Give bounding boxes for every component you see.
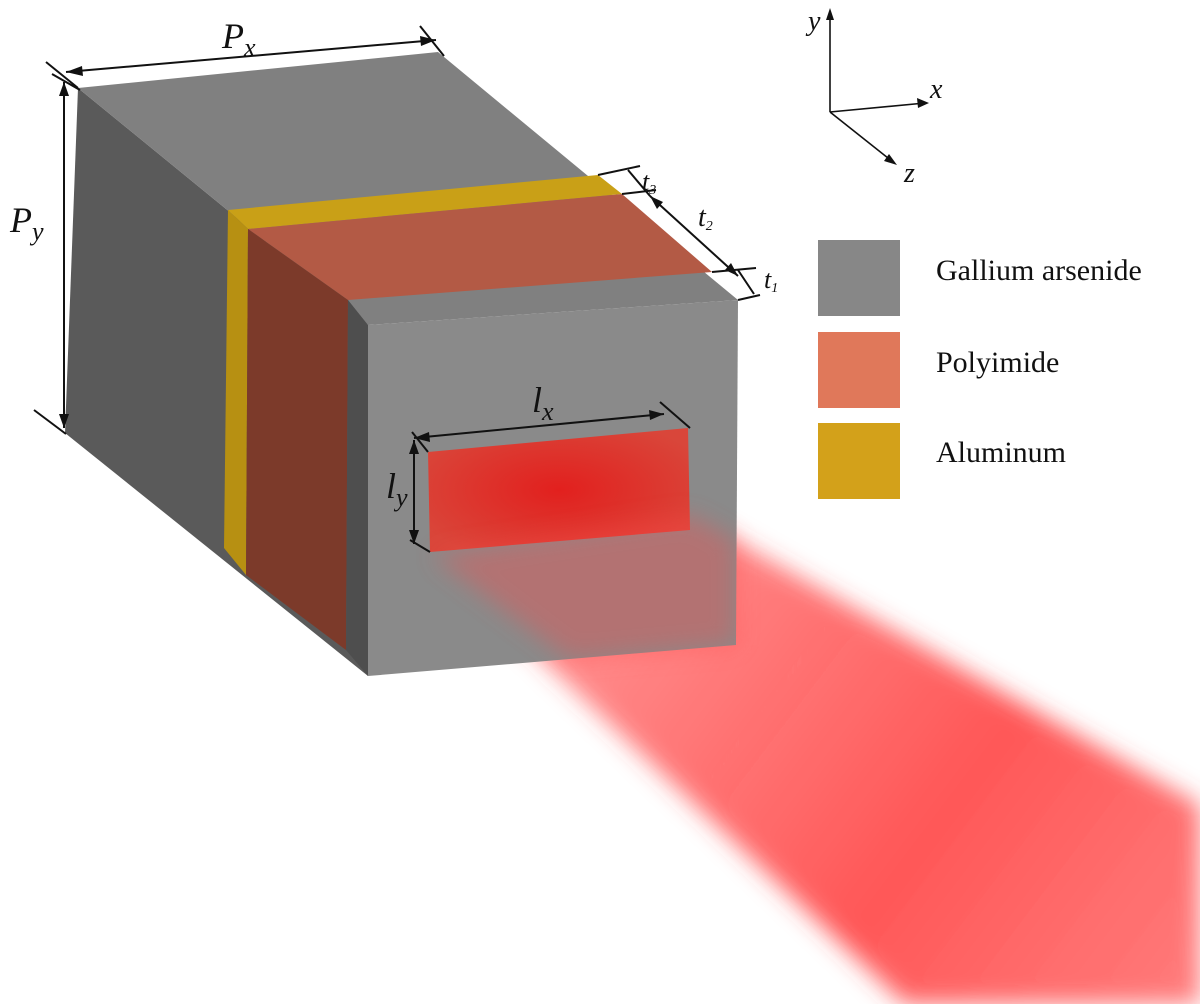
aluminum-layer-side (224, 210, 248, 575)
dimension-py: Py (9, 73, 81, 435)
legend-swatch-gallium-arsenide (818, 240, 900, 316)
label-t3: t3 (642, 167, 656, 198)
label-t2: t2 (698, 202, 713, 234)
gaas-substrate-edge (346, 300, 368, 676)
beam-overlay (432, 515, 736, 660)
aperture (428, 428, 690, 552)
legend-label-polyimide: Polyimide (936, 346, 1059, 379)
axis-label-y: y (805, 6, 821, 37)
label-py: Py (9, 200, 44, 246)
label-lx: lx (532, 380, 554, 426)
label-px: Px (221, 16, 256, 62)
dimension-lx: lx (411, 380, 691, 453)
legend-swatch-aluminum (818, 423, 900, 499)
coordinate-axes: y x z (805, 6, 943, 189)
polyimide-layer-side (246, 229, 348, 650)
legend-label-aluminum: Aluminum (936, 436, 1066, 469)
label-ly: ly (386, 466, 408, 512)
legend-label-gallium-arsenide: Gallium arsenide (936, 254, 1142, 287)
dimension-t3: t3 (597, 165, 656, 198)
legend-swatch-polyimide (818, 332, 900, 408)
axis-label-x: x (929, 74, 943, 105)
dimension-px: Px (45, 16, 445, 89)
legend: Gallium arsenide Polyimide Aluminum (818, 240, 1142, 499)
axis-label-z: z (903, 158, 915, 189)
polyimide-layer-top (248, 194, 712, 300)
aluminum-layer-top (228, 175, 622, 229)
label-t1: t1 (764, 265, 778, 296)
dimension-ly: ly (386, 440, 431, 553)
dimension-t1: t1 (711, 265, 778, 301)
